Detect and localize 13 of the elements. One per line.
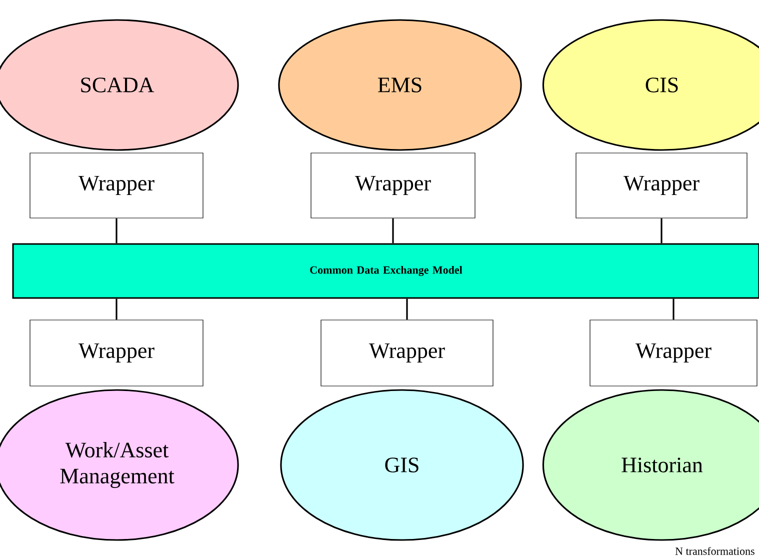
wrapper-box: Wrapper [30,152,204,218]
wrapper-box: Wrapper [590,320,758,386]
connector-line [672,298,674,320]
wrapper-box: Wrapper [320,320,494,386]
wrapper-box: Wrapper [310,152,476,218]
connector-line [392,218,394,244]
connector-line [116,218,118,244]
wrapper-box: Wrapper [576,152,748,218]
connector-line [660,218,662,244]
connector-line [116,298,118,320]
wrapper-box: Wrapper [30,320,204,386]
connector-line [406,298,408,320]
data-model-bar: Common Data Exchange Model [12,243,759,299]
